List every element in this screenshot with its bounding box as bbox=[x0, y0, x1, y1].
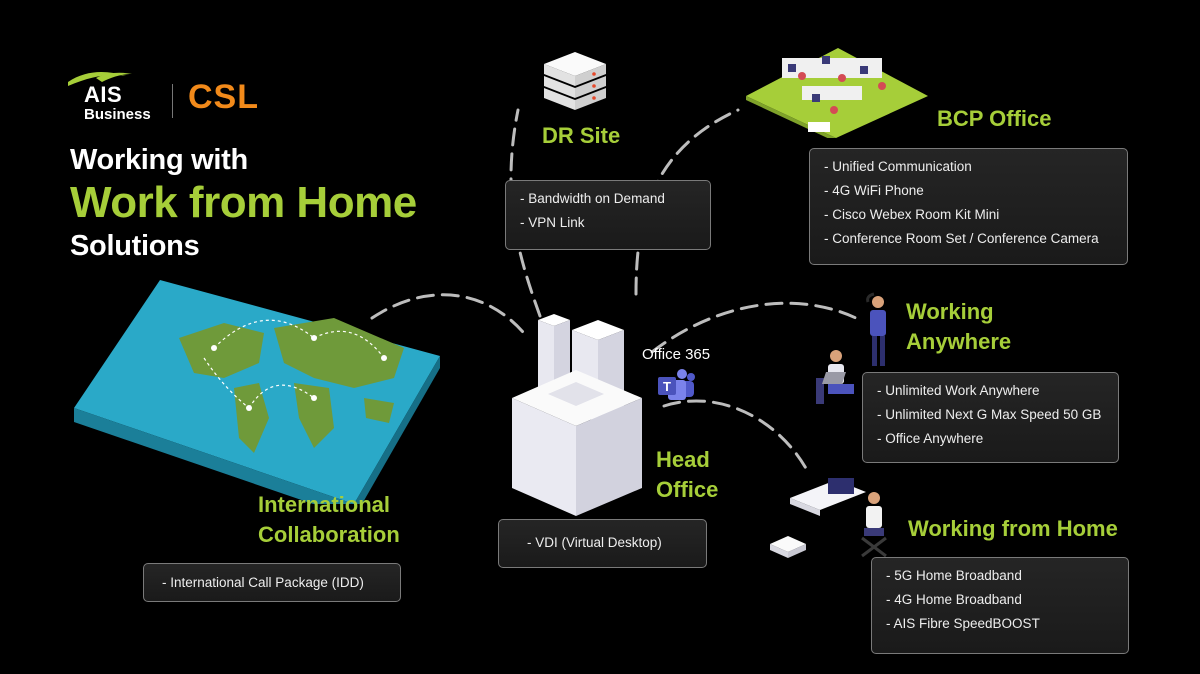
head-office-box: - VDI (Virtual Desktop) bbox=[498, 519, 707, 568]
list-item: - 4G Home Broadband bbox=[886, 592, 1022, 607]
ais-wave-icon bbox=[68, 72, 132, 86]
list-item: - Office Anywhere bbox=[877, 431, 984, 446]
list-item: - Unlimited Work Anywhere bbox=[877, 383, 1040, 398]
bcp-office-illustration bbox=[746, 48, 928, 138]
teams-icon: T bbox=[658, 369, 695, 400]
list-item: - AIS Fibre SpeedBOOST bbox=[886, 616, 1040, 631]
list-item: - International Call Package (IDD) bbox=[162, 575, 364, 590]
list-item: - VPN Link bbox=[520, 215, 585, 230]
international-box: - International Call Package (IDD) bbox=[143, 563, 401, 602]
ais-business-logo: AIS Business bbox=[66, 68, 166, 124]
list-item: - Bandwidth on Demand bbox=[520, 191, 665, 206]
headline-line-3: Solutions bbox=[70, 230, 200, 262]
list-item: - Conference Room Set / Conference Camer… bbox=[824, 231, 1099, 246]
working-from-home-title: Working from Home bbox=[908, 516, 1118, 541]
logo-divider bbox=[172, 84, 173, 118]
headline: Working with Work from Home Solutions bbox=[70, 142, 417, 264]
office365-label: Office 365 bbox=[642, 346, 711, 363]
working-anywhere-title-line-1: Working bbox=[906, 299, 994, 324]
working-anywhere-box: - Unlimited Work Anywhere - Unlimited Ne… bbox=[862, 372, 1119, 463]
dr-site-title: DR Site bbox=[542, 123, 621, 148]
list-item: - VDI (Virtual Desktop) bbox=[527, 535, 662, 550]
working-from-home-box: - 5G Home Broadband - 4G Home Broadband … bbox=[871, 557, 1129, 654]
list-item: - Unlimited Next G Max Speed 50 GB bbox=[877, 407, 1102, 422]
list-item: - 5G Home Broadband bbox=[886, 568, 1022, 583]
working-from-home-illustration bbox=[770, 478, 887, 558]
international-title-line-1: International bbox=[258, 492, 391, 517]
list-item: - Unified Communication bbox=[824, 159, 972, 174]
working-anywhere-title: Working Anywhere bbox=[906, 297, 1011, 357]
head-office-building bbox=[512, 314, 642, 516]
list-item: - Cisco Webex Room Kit Mini bbox=[824, 207, 1000, 222]
international-title-line-2: Collaboration bbox=[258, 522, 400, 547]
server-icon bbox=[544, 52, 606, 110]
working-anywhere-title-line-2: Anywhere bbox=[906, 329, 1012, 354]
csl-logo: CSL bbox=[188, 78, 259, 116]
headline-line-2: Work from Home bbox=[70, 178, 417, 227]
head-office-title-line-1: Head bbox=[656, 447, 710, 472]
bcp-office-box: - Unified Communication - 4G WiFi Phone … bbox=[809, 148, 1128, 265]
headline-line-1: Working with bbox=[70, 144, 248, 176]
bcp-office-title: BCP Office bbox=[937, 106, 1052, 131]
dr-site-box: - Bandwidth on Demand - VPN Link bbox=[505, 180, 711, 250]
working-anywhere-people bbox=[816, 292, 886, 404]
head-office-title: Head Office bbox=[656, 445, 718, 505]
business-logo-text: Business bbox=[84, 106, 151, 123]
head-office-title-line-2: Office bbox=[656, 477, 719, 502]
list-item: - 4G WiFi Phone bbox=[824, 183, 924, 198]
svg-text:T: T bbox=[663, 379, 671, 394]
world-map-illustration bbox=[74, 280, 440, 504]
international-title: International Collaboration bbox=[258, 490, 400, 550]
ais-logo-text: AIS bbox=[84, 82, 123, 107]
